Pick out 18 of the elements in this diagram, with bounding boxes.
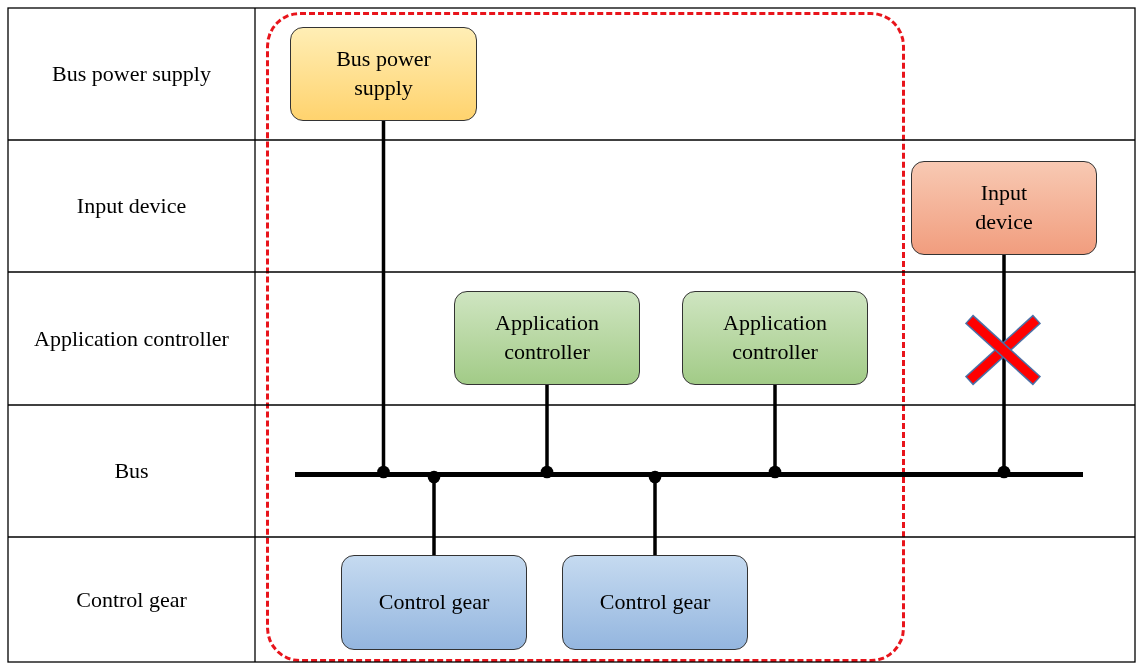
device-box: Bus power supply — [290, 27, 477, 121]
row-label: Application controller — [33, 324, 230, 353]
row-label: Control gear — [75, 585, 188, 614]
row-label: Bus power supply — [51, 59, 212, 88]
device-box: Control gear — [562, 555, 748, 650]
bus-connector — [540, 385, 554, 479]
device-box: Control gear — [341, 555, 527, 650]
row-label: Input device — [75, 191, 188, 220]
dashed-boundary — [266, 12, 905, 662]
bus-connector — [377, 121, 390, 479]
device-box: Application controller — [682, 291, 868, 385]
device-box: Input device — [911, 161, 1097, 255]
bus-connector — [768, 385, 782, 479]
bus-connector — [427, 470, 441, 555]
bus-connector — [648, 470, 662, 555]
bus-connector — [997, 255, 1011, 479]
device-box: Application controller — [454, 291, 640, 385]
row-label: Bus — [113, 456, 150, 485]
